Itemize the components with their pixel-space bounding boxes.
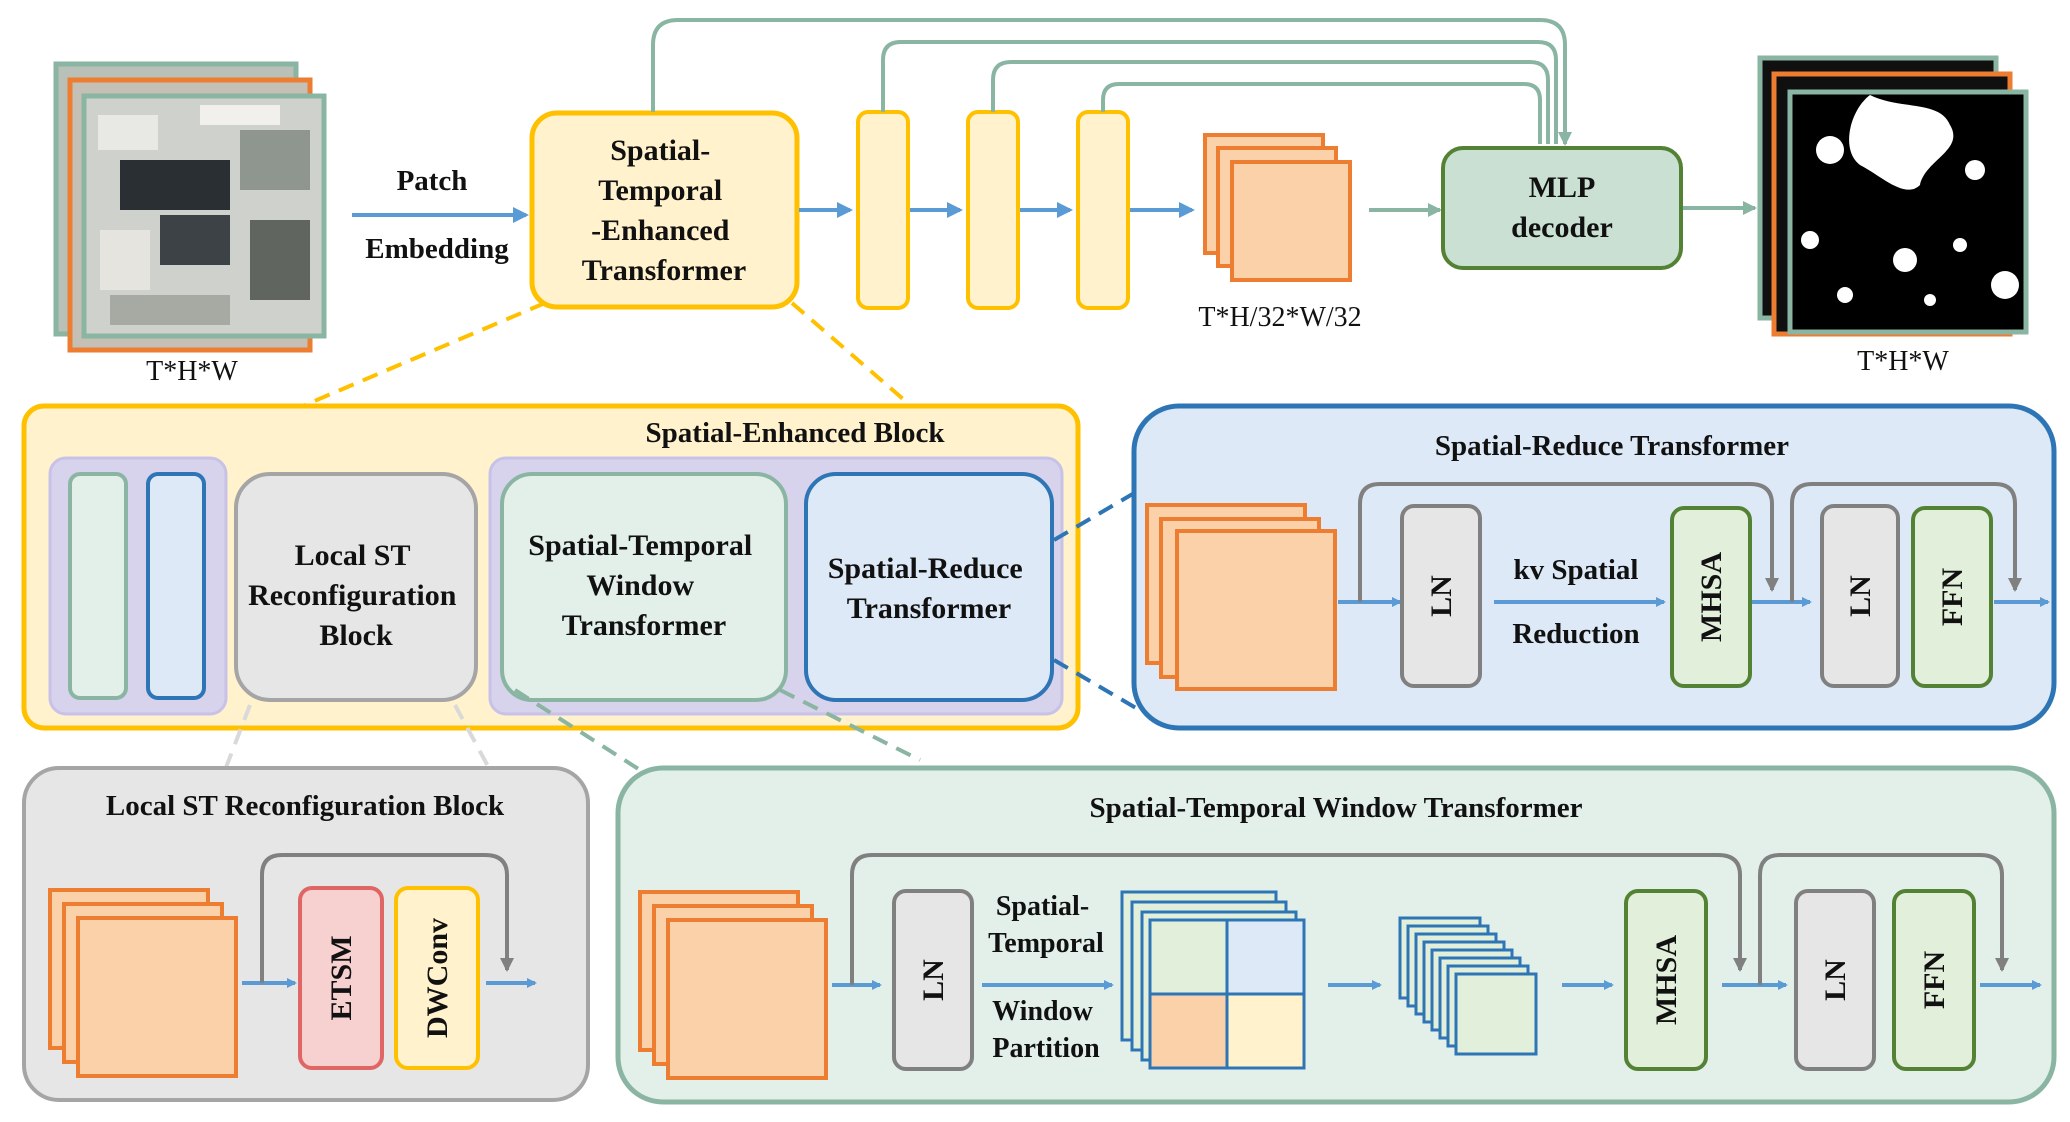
cloud-mask [1801,95,2019,306]
stwt-ffn-label: FFN [1918,951,1951,1010]
mlp-decoder-box [1441,146,1683,270]
sr-line2: Transformer [847,592,1011,625]
sr-line1: Spatial-Reduce [828,552,1023,585]
stwt-ln-label: LN [917,959,950,1001]
dwconv-box [394,886,480,1070]
srt-ffn-label: FFN [1936,568,1969,627]
local-st-line1: Local ST [295,539,411,572]
feature-dims-label: T*H/32*W/32 [1198,302,1361,333]
window-partition-grid [1120,890,1306,1070]
st-transformer-line4: Transformer [582,254,746,287]
st-transformer-line2: Temporal [598,174,722,207]
stwt-mhsa-box [1624,889,1708,1071]
zoom-dashed-line [223,704,252,771]
st-transformer-line1: Spatial- [610,134,710,167]
local-st-line3: Block [319,619,393,652]
stwt-input-stack [638,890,828,1080]
embedding-label: Embedding [365,233,509,265]
stwt-mhsa-label: MHSA [1650,935,1683,1025]
srt-ln-label: LN [1425,575,1458,617]
spatial-enhanced-block-title: Spatial-Enhanced Block [646,417,946,449]
stw-line3: Transformer [562,609,726,642]
kv-spatial-label: kv Spatial [1514,554,1639,586]
residual-connection [260,853,514,983]
svg-text:Spatial- Temporal -Enh: Spatial- Temporal -Enhanced Transformer [582,134,746,287]
stwt-ln-box [892,889,974,1071]
reduction-label: Reduction [1512,618,1639,650]
decoder-label: decoder [1511,211,1613,244]
skip-connection [1101,82,1542,144]
stage-box-3 [966,110,1020,310]
zoom-dashed-line [790,301,912,407]
svg-text:Spatial-Reduce Transformer: Spatial-Reduce Transformer [828,552,1031,625]
srt-ffn-box [1911,506,1993,688]
output-mask-stack [1757,55,2029,337]
residual-connection [850,853,1747,985]
srt-input-stack [1145,503,1337,691]
zoom-dashed-line [779,688,921,762]
skip-connection [881,40,1558,144]
zoom-dashed-line [1052,658,1138,710]
dwconv-label: DWConv [421,918,454,1038]
local-st-line2: Reconfiguration [248,579,457,612]
input-image-stack [53,61,327,353]
st-enhanced-transformer-box [529,110,800,310]
stage-box-2 [856,110,910,310]
zoom-dashed-line [453,704,492,771]
partition-label-2: Temporal [988,928,1104,959]
partition-label-1: Spatial- [996,891,1089,922]
stage-box-4 [1076,110,1130,310]
input-dims-label: T*H*W [146,356,238,387]
srt-mhsa-label: MHSA [1695,552,1728,642]
residual-connection [1358,482,1779,602]
skip-connection [651,18,1572,146]
stw-line2: Window [586,569,694,602]
svg-text:Local ST Reconfiguration: Local ST Reconfiguration Block [248,539,464,652]
stw-line1: Spatial-Temporal [528,529,752,562]
svg-text:Window Partition: Window Partition [992,996,1100,1064]
st-transformer-line3: -Enhanced [591,214,730,247]
etsm-label: ETSM [325,935,358,1020]
zoom-dashed-line [304,301,546,407]
stwt-ln2-label: LN [1819,959,1852,1001]
srt-mhsa-box [1670,506,1752,688]
sr-transformer-box [804,472,1054,702]
svg-text:Spatial- Temporal: Spatial- Temporal [988,891,1104,959]
stwt-ln2-box [1794,889,1876,1071]
skip-connection [991,60,1550,144]
srt-ln2-box [1820,504,1900,688]
local-st-panel-title: Local ST Reconfiguration Block [106,790,505,822]
zoom-dashed-line [1052,490,1138,542]
residual-connection [1790,482,2022,602]
mini-block-stw [68,472,128,700]
patch-label: Patch [397,165,468,197]
stw-transformer-panel-title: Spatial-Temporal Window Transformer [1089,792,1582,824]
mlp-label: MLP [1529,171,1596,204]
partition-label-3: Window [992,996,1093,1027]
stw-transformer-box [500,472,788,702]
spatial-reduce-transformer-title: Spatial-Reduce Transformer [1435,430,1789,462]
svg-text:Spatial-Temporal Window: Spatial-Temporal Window Transformer [528,529,759,642]
output-dims-label: T*H*W [1857,346,1949,377]
lst-input-stack [48,888,238,1078]
mini-block-sr [146,472,206,700]
etsm-box [298,886,384,1070]
srt-ln2-label: LN [1844,575,1877,617]
residual-connection [1758,853,2009,985]
local-st-reconfiguration-block-box [234,472,478,702]
srt-ln-box [1400,504,1482,688]
partition-label-4: Partition [992,1033,1100,1064]
stacked-windows [1398,916,1538,1056]
stwt-ffn-box [1892,889,1976,1071]
feature-map-stack [1203,133,1352,282]
satellite-image [98,105,310,325]
